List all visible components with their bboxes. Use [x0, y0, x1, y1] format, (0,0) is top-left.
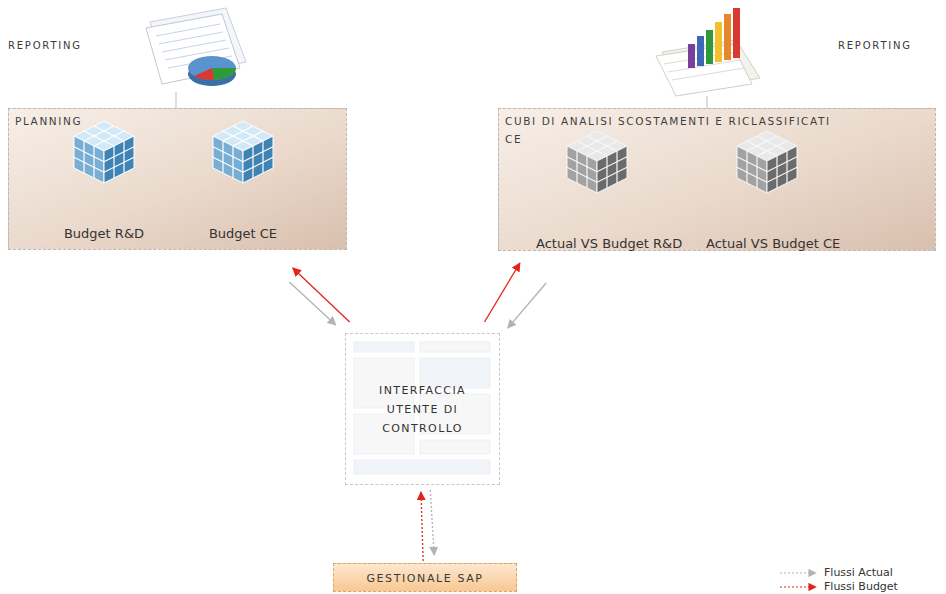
screen-pane	[420, 342, 490, 352]
screen-pane	[354, 358, 414, 408]
cube-icon	[562, 127, 632, 197]
cube-grid	[83, 141, 84, 173]
cube-grid	[262, 141, 263, 173]
legend-sample	[780, 572, 816, 573]
cube-grid	[586, 156, 587, 188]
cube-item: Budget R&D	[43, 117, 165, 241]
flow-arrow	[430, 490, 434, 555]
cube-grid	[93, 146, 94, 178]
section-label: REPORTING	[8, 40, 82, 51]
cube-icon	[69, 117, 139, 187]
flow-arrow	[485, 263, 520, 322]
cube-grid	[213, 157, 243, 172]
cube-label: Actual VS Budget R&D	[536, 236, 658, 251]
box-label: GESTIONALE SAP	[334, 571, 516, 584]
cube-grid	[616, 151, 617, 183]
cube-grid	[74, 157, 104, 172]
flow-arrow	[289, 282, 335, 325]
cube-grid	[252, 146, 253, 178]
cube-face	[243, 136, 273, 183]
cube-grid	[776, 156, 777, 188]
cube-icon	[732, 127, 802, 197]
cube-face	[767, 146, 797, 193]
section-label: REPORTING	[838, 40, 912, 51]
cube-label: Budget R&D	[43, 226, 165, 241]
cube-label: Actual VS Budget CE	[706, 236, 828, 251]
flow-arrow	[508, 283, 546, 328]
cube-grid	[786, 151, 787, 183]
group-panel: PLANNING Budget R&D Budget CE	[8, 108, 347, 250]
cube-grid	[576, 151, 577, 183]
cube-grid	[746, 151, 747, 183]
cube-face	[213, 136, 243, 183]
cube-grid	[222, 141, 223, 173]
cube-label: Budget CE	[182, 226, 304, 241]
cube-grid	[104, 157, 134, 172]
cube-face	[567, 146, 597, 193]
system-box: GESTIONALE SAP	[333, 563, 517, 592]
screen-pane	[354, 342, 414, 352]
legend-text: Flussi Budget	[824, 580, 898, 593]
cube-face	[104, 136, 134, 183]
cube-grid	[737, 167, 767, 182]
screen-pane	[354, 460, 490, 474]
cube-grid	[123, 141, 124, 173]
cube-item: Actual VS Budget R&D	[536, 127, 658, 251]
screen-pane	[420, 440, 490, 454]
cube-grid	[243, 157, 273, 172]
report-bar-icon	[656, 8, 760, 108]
flow-arrow	[293, 268, 350, 322]
cube-grid	[606, 156, 607, 188]
cube-face	[597, 146, 627, 193]
cube-icon	[208, 117, 278, 187]
cube-face	[74, 136, 104, 183]
panel-title: PLANNING	[15, 112, 82, 130]
cube-face	[737, 146, 767, 193]
legend-sample	[780, 586, 816, 587]
legend-text: Flussi Actual	[824, 566, 893, 579]
cube-grid	[567, 167, 597, 182]
cube-grid	[113, 146, 114, 178]
cube-item: Budget CE	[182, 117, 304, 241]
box-label: INTERFACCIA UTENTE DI CONTROLLO	[356, 381, 489, 438]
cube-item: Actual VS Budget CE	[706, 127, 828, 251]
flow-arrow	[421, 492, 423, 561]
cube-grid	[767, 167, 797, 182]
cube-grid	[232, 146, 233, 178]
cube-grid	[756, 156, 757, 188]
report-pie-icon	[146, 8, 246, 108]
interface-box: INTERFACCIA UTENTE DI CONTROLLO	[345, 333, 500, 485]
group-panel: CUBI DI ANALISI SCOSTAMENTI E RICLASSIFI…	[498, 108, 936, 251]
cube-grid	[597, 167, 627, 182]
